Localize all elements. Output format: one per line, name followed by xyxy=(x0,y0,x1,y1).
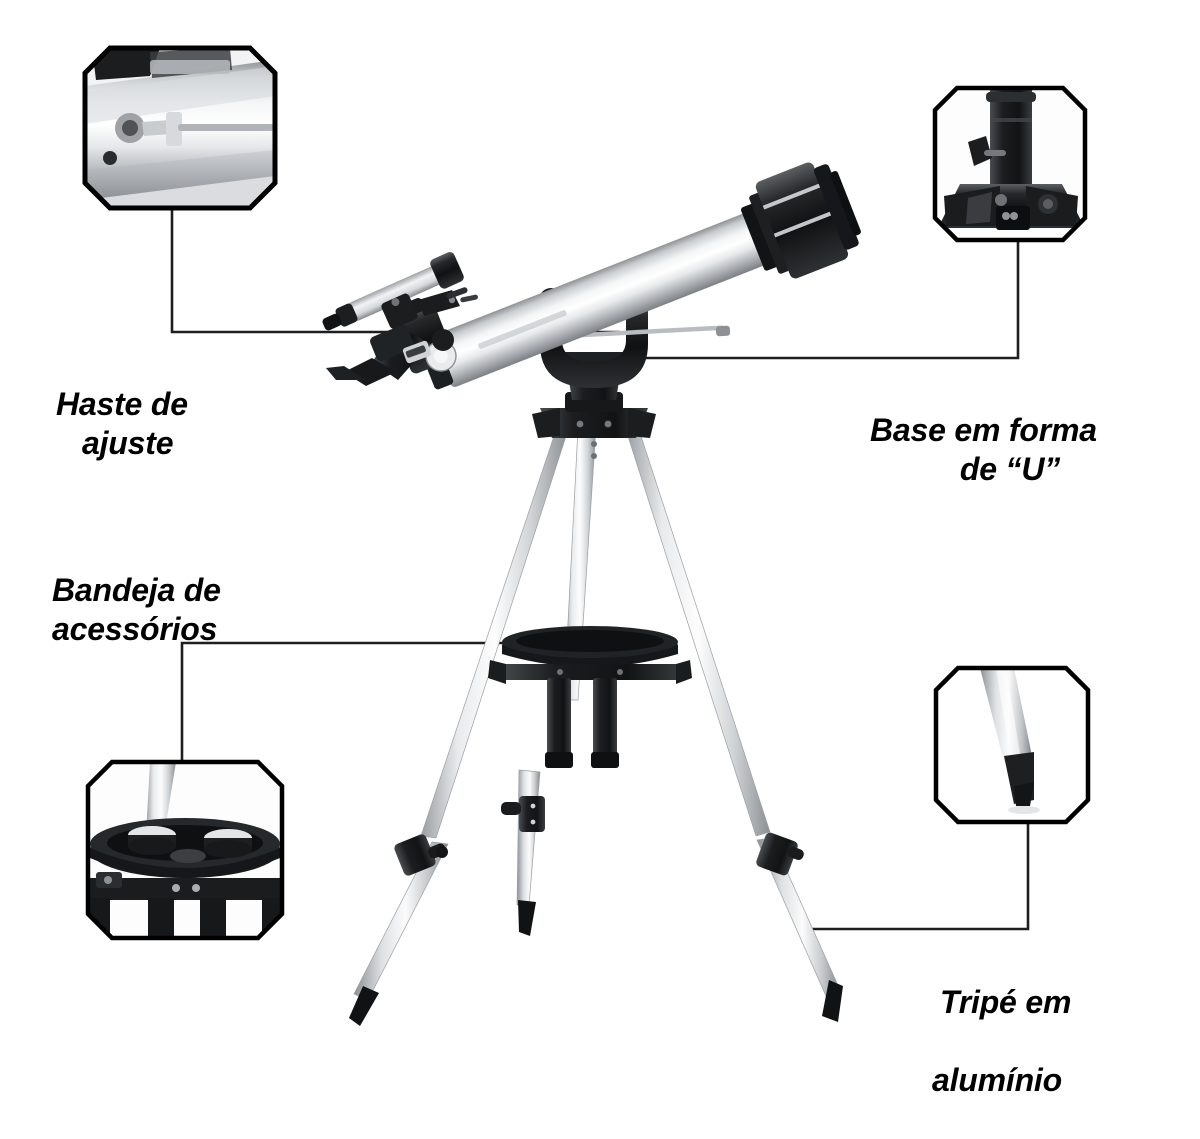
telescope-assembly xyxy=(322,162,861,1026)
figure-canvas: Haste de ajuste Base em forma de “U” Ban… xyxy=(52,45,1160,1099)
label-tripe-line1: Tripé em xyxy=(940,984,1072,1021)
label-base-line1: Base em forma xyxy=(870,412,1097,449)
leg-clamp-center xyxy=(501,796,545,832)
optical-tube-assembly xyxy=(419,162,861,390)
label-base-em-forma-de-u: Base em forma de “U” xyxy=(870,372,1160,528)
tripod-legs xyxy=(349,427,843,1026)
callout-base xyxy=(932,85,1088,243)
accessory-tray-assembly xyxy=(488,626,692,768)
label-bandeja-de-acessorios: Bandeja de acessórios xyxy=(52,532,352,688)
tripod-leg-right xyxy=(625,429,843,1022)
tripod-leg-left xyxy=(349,429,569,1026)
leg-foot-center xyxy=(518,900,536,936)
label-base-line2: de “U” xyxy=(959,451,1061,488)
leader-line-bandeja xyxy=(180,641,520,762)
leader-line-base xyxy=(610,240,1020,360)
star-diagonal xyxy=(326,324,430,386)
tripod-head xyxy=(532,392,656,459)
label-bandeja-line1: Bandeja de xyxy=(52,572,221,609)
label-haste-line1: Haste de xyxy=(56,386,188,423)
callout-bandeja xyxy=(85,759,285,941)
leg-foot-right xyxy=(822,980,843,1022)
label-tripe-line2: alumínio xyxy=(932,1062,1062,1099)
leader-line-tripe xyxy=(812,822,1030,931)
eyepiece-assembly xyxy=(741,162,861,279)
label-haste-de-ajuste: Haste de ajuste xyxy=(56,346,316,502)
finder-scope xyxy=(322,252,464,331)
focuser-cluster xyxy=(322,252,478,386)
leg-foot-left xyxy=(349,986,379,1026)
label-tripe-em-aluminio: Tripé em alumínio xyxy=(910,944,1190,1139)
product-illustration xyxy=(82,45,1091,1026)
label-haste-line2: ajuste xyxy=(82,425,174,462)
leg-clamp-left xyxy=(394,834,448,876)
optical-tube xyxy=(433,213,767,387)
callout-haste xyxy=(82,45,278,211)
label-bandeja-line2: acessórios xyxy=(52,611,218,648)
leg-clamp-right xyxy=(756,832,804,876)
callout-tripe xyxy=(933,665,1091,825)
